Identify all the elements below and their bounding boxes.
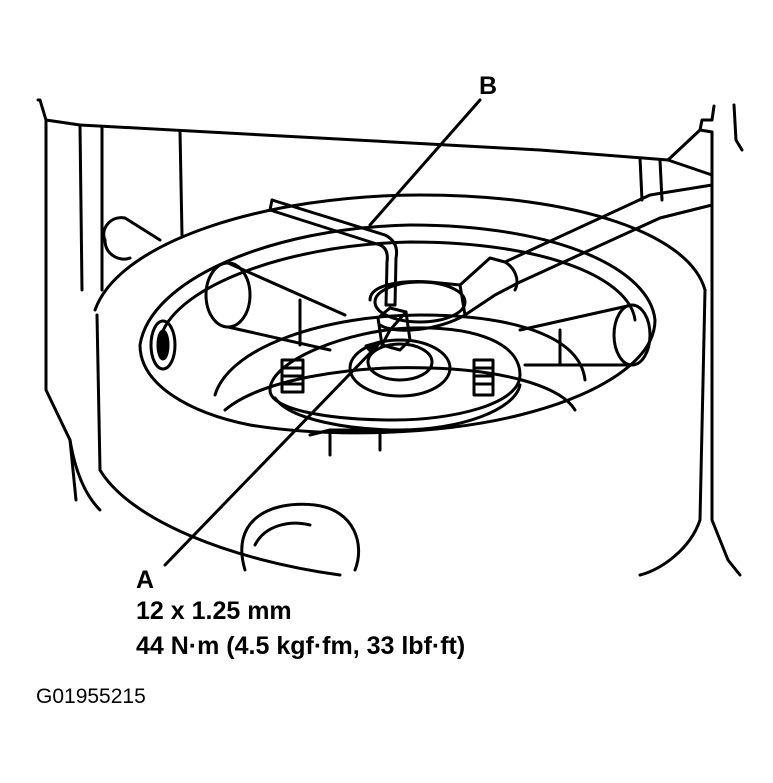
strut-mount-plate (268, 326, 522, 432)
strut-tower-body (68, 193, 707, 577)
callout-label-a: A (136, 566, 155, 594)
figure-id: G01955215 (36, 685, 146, 708)
back-wall-frame (36, 98, 744, 577)
hex-wrench (268, 198, 399, 307)
box-end-wrench (368, 183, 714, 332)
tower-opening (138, 223, 657, 435)
thread-size-spec: 12 x 1.25 mm (136, 597, 292, 625)
spring-compressor-arm-right (518, 303, 652, 367)
leader-lines (163, 98, 482, 567)
spring-compressor-arm-left (204, 261, 347, 352)
callout-label-b: B (479, 72, 498, 100)
left-boss (102, 216, 177, 371)
torque-spec: 44 N·m (4.5 kgf·fm, 33 lbf·ft) (136, 632, 466, 660)
mount-studs (280, 358, 495, 397)
lower-access-hole (240, 502, 361, 572)
strut-nut (376, 306, 412, 352)
